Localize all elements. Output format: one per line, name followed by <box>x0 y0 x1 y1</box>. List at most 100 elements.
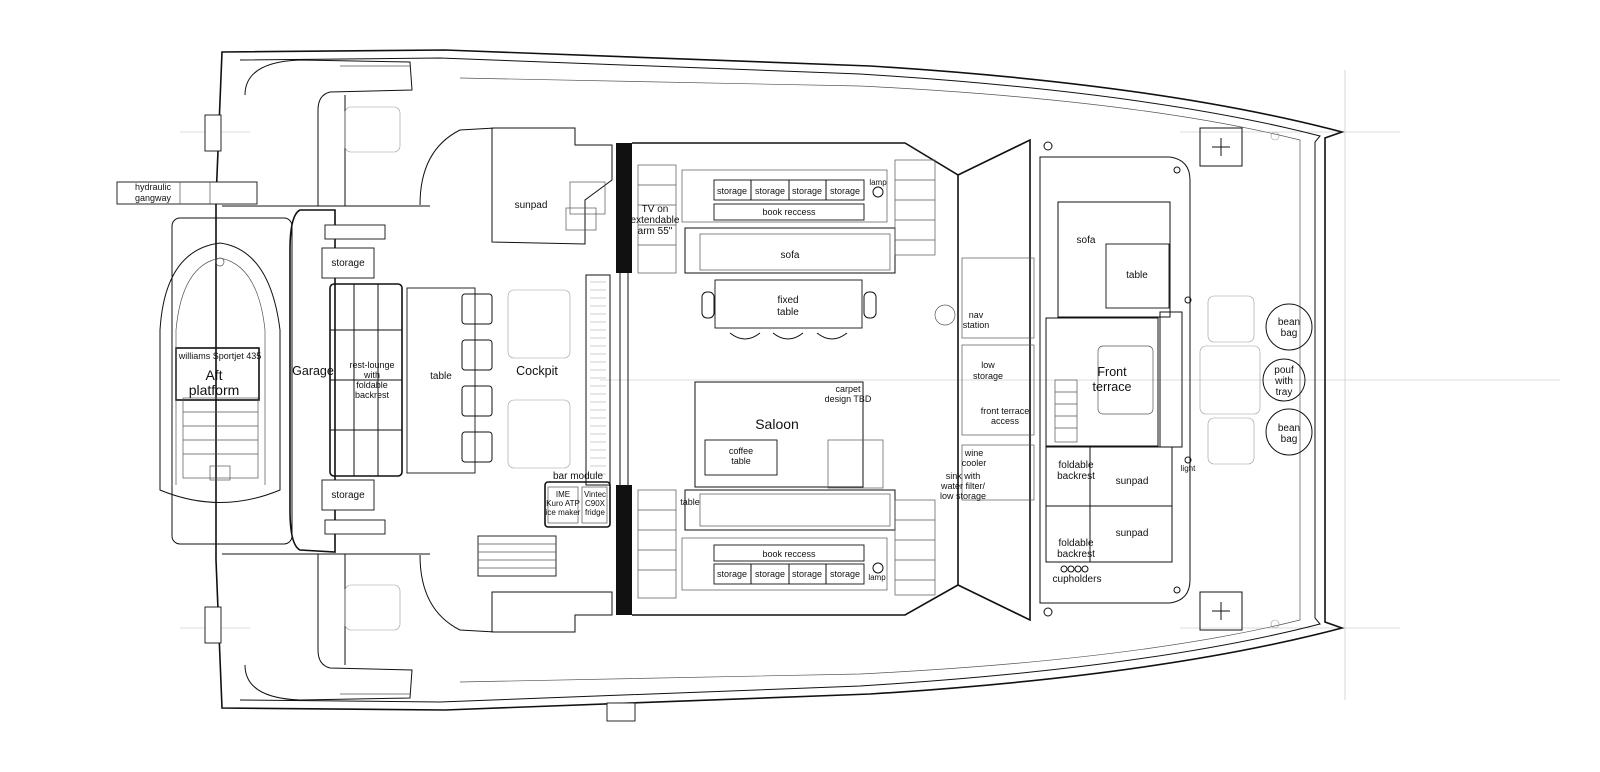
label-table-front: table <box>1126 270 1148 281</box>
hydraulic-gangway: hydraulic gangway <box>116 181 258 205</box>
front-terrace: sofa table Front terrace <box>1039 156 1191 604</box>
label-rest-lounge-3: foldable <box>356 380 388 390</box>
label-fixed-table-1: fixed <box>777 295 798 306</box>
label-pouf-1: pouf <box>1274 365 1294 376</box>
label-bean-1a: bean <box>1278 317 1300 328</box>
label-low-storage-2: storage <box>973 371 1003 381</box>
label-sink-2: water filter/ <box>940 481 986 491</box>
label-sink-1: sink with <box>946 471 981 481</box>
label-cockpit: Cockpit <box>516 364 558 378</box>
sunpad-aft: sunpad <box>491 127 613 245</box>
saloon-stairs <box>894 159 936 596</box>
deck-fittings: light <box>1043 127 1280 631</box>
label-saloon: Saloon <box>755 416 799 432</box>
label-carpet-2: design TBD <box>825 394 872 404</box>
label-garage: Garage <box>292 364 334 378</box>
label-foldable-1a: foldable <box>1058 460 1093 471</box>
saloon: TV on extendable arm 55" <box>631 142 959 616</box>
label-bean-1b: bag <box>1281 328 1298 339</box>
saloon-lounge: carpet design TBD Saloon coffee table <box>694 381 884 489</box>
label-lamp-top: lamp <box>869 178 887 187</box>
label-sofa-front: sofa <box>1077 235 1096 246</box>
label-bar-fridge: fridge <box>585 508 606 517</box>
label-rest-lounge-1: rest-lounge <box>349 360 394 370</box>
aft-platform: williams Sportjet 435 Aft platform <box>159 217 293 545</box>
label-storage-bot-1: storage <box>717 569 747 579</box>
label-tv-3: arm 55" <box>638 226 673 237</box>
label-bar-c90x: C90X <box>585 499 606 508</box>
label-bar-module: bar module <box>553 471 603 482</box>
label-front-1: Front <box>1097 365 1127 379</box>
label-wine-2: cooler <box>962 458 987 468</box>
fixed-table: fixed table <box>701 279 877 340</box>
label-light: light <box>1181 464 1196 473</box>
label-coffee-table-2: table <box>731 456 751 466</box>
label-gangway: gangway <box>135 193 172 203</box>
label-storage-top-1: storage <box>717 186 747 196</box>
label-storage-bot-2: storage <box>755 569 785 579</box>
bow-seating: bean bag pouf with tray bean bag <box>1199 295 1313 465</box>
label-front-terrace-access-1: front terrace <box>981 406 1030 416</box>
label-rest-lounge-4: backrest <box>355 390 390 400</box>
label-storage-top-3: storage <box>792 186 822 196</box>
label-storage-top-2: storage <box>755 186 785 196</box>
label-storage-top-4: storage <box>830 186 860 196</box>
cockpit-table: table <box>406 287 493 474</box>
hull-outline <box>204 49 1345 722</box>
label-bar-kuro: Kuro ATP <box>546 499 580 508</box>
bar-module: bar module IME Kuro ATP ice maker Vintec… <box>544 471 611 528</box>
label-coffee-table-1: coffee <box>729 446 753 456</box>
label-bar-ice-maker: ice maker <box>546 508 581 517</box>
label-book-recess-top: book reccess <box>762 207 816 217</box>
label-rest-lounge-2: with <box>363 370 380 380</box>
lower-aft-steps <box>477 535 613 633</box>
label-sofa-saloon: sofa <box>781 250 800 261</box>
label-storage-aft-top: storage <box>331 258 365 269</box>
label-platform: platform <box>189 382 240 398</box>
helm-area: nav station low storage front terrace ac… <box>934 138 1035 622</box>
label-front-2: terrace <box>1093 380 1132 394</box>
label-lamp-bottom: lamp <box>868 573 886 582</box>
label-fixed-table-2: table <box>777 307 799 318</box>
label-tv-2: extendable <box>631 215 680 226</box>
label-cockpit-table: table <box>430 371 452 382</box>
label-nav-2: station <box>963 320 990 330</box>
label-table-lower: table <box>680 497 700 507</box>
label-pouf-2: with <box>1274 376 1293 387</box>
label-wine-1: wine <box>964 448 984 458</box>
garage: storage storage Garage <box>289 209 386 553</box>
sunpads-front: foldable backrest sunpad foldable backre… <box>1045 446 1173 585</box>
label-bar-vintec: Vintec <box>584 490 606 499</box>
label-sunpad-front-2: sunpad <box>1116 528 1149 539</box>
label-low-storage-1: low <box>981 360 995 370</box>
label-storage-bot-3: storage <box>792 569 822 579</box>
label-cupholders: cupholders <box>1053 574 1102 585</box>
aft-bulkhead <box>585 143 632 615</box>
label-bean-2b: bag <box>1281 434 1298 445</box>
storage-row-top: storage storage storage storage lamp boo… <box>681 169 896 274</box>
label-sink-3: low storage <box>940 491 986 501</box>
rest-lounge: rest-lounge with foldable backrest <box>329 283 403 477</box>
label-bar-ime: IME <box>556 490 570 499</box>
label-foldable-1b: backrest <box>1057 471 1095 482</box>
label-hydraulic: hydraulic <box>135 182 172 192</box>
label-foldable-2b: backrest <box>1057 549 1095 560</box>
label-sunpad-aft: sunpad <box>515 200 548 211</box>
label-storage-aft-bottom: storage <box>331 490 365 501</box>
label-aft: Aft <box>205 367 222 383</box>
label-sunpad-front-1: sunpad <box>1116 476 1149 487</box>
label-tv-1: TV on <box>642 204 669 215</box>
label-pouf-3: tray <box>1276 387 1293 398</box>
label-nav-1: nav <box>969 310 984 320</box>
label-storage-bot-4: storage <box>830 569 860 579</box>
label-carpet-1: carpet <box>835 384 861 394</box>
label-book-recess-bottom: book reccess <box>762 549 816 559</box>
hull-corners <box>244 59 496 701</box>
label-foldable-2a: foldable <box>1058 538 1093 549</box>
label-bean-2a: bean <box>1278 423 1300 434</box>
label-tender: williams Sportjet 435 <box>178 351 262 361</box>
label-front-terrace-access-2: access <box>991 416 1020 426</box>
storage-row-bottom: table book reccess storage storage stora… <box>680 489 896 591</box>
cockpit-area: Cockpit <box>507 289 571 469</box>
